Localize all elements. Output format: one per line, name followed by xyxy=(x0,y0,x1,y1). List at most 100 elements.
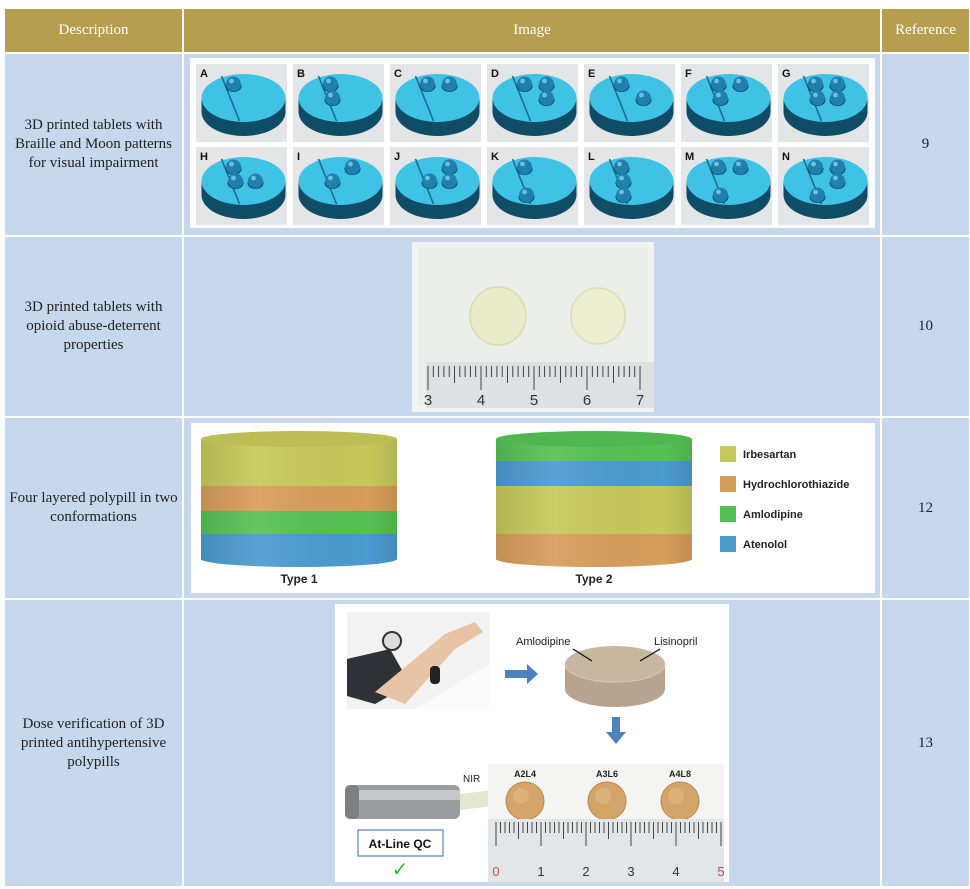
arrow-down-icon xyxy=(606,717,626,744)
tablet-label: M xyxy=(685,151,694,163)
braille-tablet: H xyxy=(196,147,287,225)
row-image-cell: Amlodipine Lisinopril NIR xyxy=(182,598,882,888)
ruler-label: 0 xyxy=(492,864,499,879)
braille-dot xyxy=(323,76,338,92)
nir-pill xyxy=(587,781,627,821)
tablet-label: N xyxy=(782,151,790,163)
tablet-label: F xyxy=(685,68,692,80)
legend-label: Atenolol xyxy=(743,539,787,551)
braille-dot xyxy=(808,159,823,175)
braille-tablet: E xyxy=(584,64,675,142)
tablet-label: E xyxy=(588,68,595,80)
cylinder-top xyxy=(496,431,692,447)
legend-swatch xyxy=(720,446,736,462)
bilayer-polypill xyxy=(564,646,666,707)
braille-tablet: J xyxy=(390,147,481,225)
legend-label: Amlodipine xyxy=(743,509,803,521)
blood-pressure-photo xyxy=(347,612,489,709)
check-icon: ✓ xyxy=(392,859,409,881)
nir-probe xyxy=(345,785,510,819)
pointer-arrow xyxy=(572,648,593,662)
ruler-label: 5 xyxy=(717,864,724,879)
coat xyxy=(415,664,489,709)
ruler-label: 5 xyxy=(530,392,538,409)
tablet-label: B xyxy=(297,68,305,80)
braille-tablet: A xyxy=(196,64,287,142)
braille-dot xyxy=(539,90,554,106)
ruler xyxy=(426,362,655,408)
nir-pill xyxy=(660,781,700,821)
ruler-label: 3 xyxy=(627,864,634,879)
table-row: Dose verification of 3D printed antihype… xyxy=(3,598,970,888)
row-reference: 12 xyxy=(880,416,970,600)
braille-dot xyxy=(226,76,241,92)
arm xyxy=(375,622,483,704)
braille-dot xyxy=(422,173,437,189)
row-reference: 9 xyxy=(880,52,970,237)
tablet-label: C xyxy=(394,68,402,80)
tablet-right xyxy=(570,287,626,345)
pointer-arrow xyxy=(639,648,661,662)
row-description: Four layered polypill in two conformatio… xyxy=(3,416,184,600)
ruler-label: 7 xyxy=(636,392,644,409)
braille-dot xyxy=(810,90,825,106)
polypill-table: Description Image Reference 3D printed t… xyxy=(3,7,970,888)
ruler-label: 1 xyxy=(537,864,544,879)
header-reference: Reference xyxy=(880,7,970,54)
lisinopril-label: Lisinopril xyxy=(654,636,697,648)
braille-dot xyxy=(830,76,845,92)
gauge xyxy=(382,631,402,651)
braille-tablet: D xyxy=(487,64,578,142)
braille-tablet: K xyxy=(487,147,578,225)
tablet-label: G xyxy=(782,68,791,80)
tablet-label: L xyxy=(588,151,595,163)
braille-dot xyxy=(519,187,534,203)
braille-tablet: N xyxy=(778,147,869,225)
braille-dot xyxy=(325,173,340,189)
braille-dot xyxy=(713,187,728,203)
legend-label: Hydrochlorothiazide xyxy=(743,479,849,491)
braille-dot xyxy=(517,76,532,92)
ruler-label: 4 xyxy=(477,392,485,409)
braille-dot xyxy=(616,187,631,203)
braille-dot xyxy=(713,90,728,106)
braille-dot xyxy=(517,159,532,175)
legend-swatch xyxy=(720,476,736,492)
braille-tablet: M xyxy=(681,147,772,225)
polypill-type-1 xyxy=(201,431,397,567)
legend-swatch xyxy=(720,506,736,522)
braille-dot xyxy=(228,173,243,189)
row-reference: 10 xyxy=(880,235,970,418)
braille-dot xyxy=(711,76,726,92)
type-1-label: Type 1 xyxy=(280,572,317,586)
braille-dot xyxy=(614,76,629,92)
tablet-label: A xyxy=(200,68,208,80)
braille-tablet: I xyxy=(293,147,384,225)
pump-bulb xyxy=(430,666,440,684)
type-2-label: Type 2 xyxy=(575,572,612,586)
braille-dot xyxy=(325,90,340,106)
braille-dot xyxy=(539,76,554,92)
pill-label: A3L6 xyxy=(596,769,618,779)
row-description: Dose verification of 3D printed antihype… xyxy=(3,598,184,888)
legend-swatch xyxy=(720,536,736,552)
nir-pill xyxy=(505,781,545,821)
row-description: 3D printed tablets with opioid abuse-det… xyxy=(3,235,184,418)
ruler-label: 4 xyxy=(672,864,679,879)
dose-verification-figure: Amlodipine Lisinopril NIR xyxy=(335,604,729,882)
table-row: 3D printed tablets with Braille and Moon… xyxy=(3,52,970,237)
braille-dot xyxy=(442,76,457,92)
cylinder-top xyxy=(201,431,397,447)
braille-dot xyxy=(830,173,845,189)
braille-dot xyxy=(226,159,241,175)
braille-dot xyxy=(711,159,726,175)
header-description: Description xyxy=(3,7,184,54)
